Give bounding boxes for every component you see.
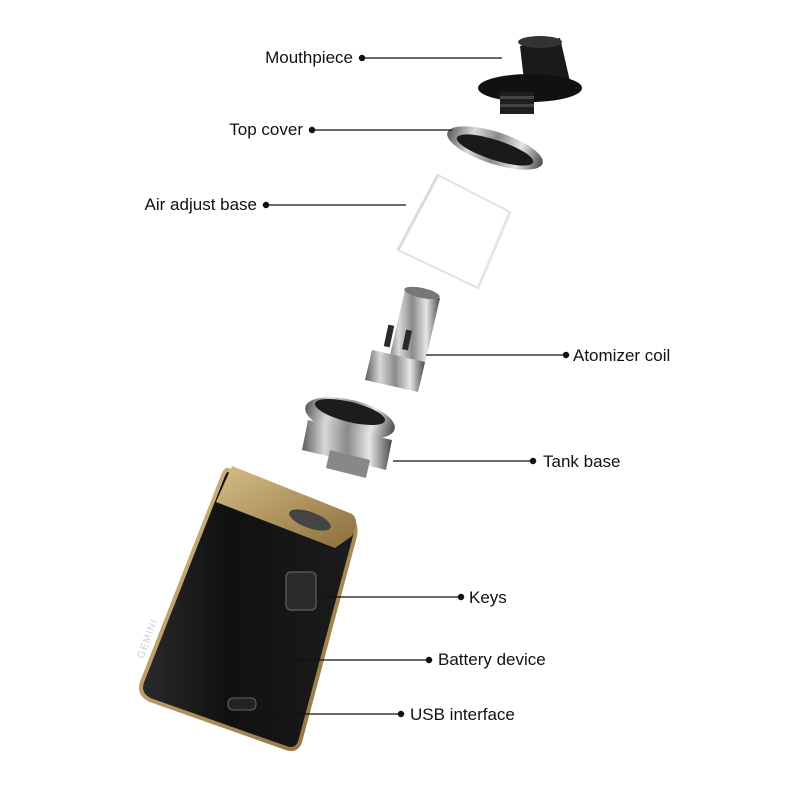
leader-lines [262,54,570,718]
battery-device-part [139,466,358,752]
label-keys: Keys [469,588,507,607]
tank-base-part [302,397,395,478]
label-atomizer-coil: Atomizer coil [573,346,671,365]
top-cover-part [447,126,543,170]
label-tank-base: Tank base [543,452,621,471]
label-usb-interface: USB interface [410,705,515,724]
label-top-cover: Top cover [229,120,303,139]
label-air-adjust-base: Air adjust base [144,195,257,214]
air-adjust-base-part [396,173,512,290]
mouthpiece-part [478,36,582,114]
label-mouthpiece: Mouthpiece [265,48,353,67]
label-battery-device: Battery device [438,650,546,669]
atomizer-coil-part [365,286,440,392]
